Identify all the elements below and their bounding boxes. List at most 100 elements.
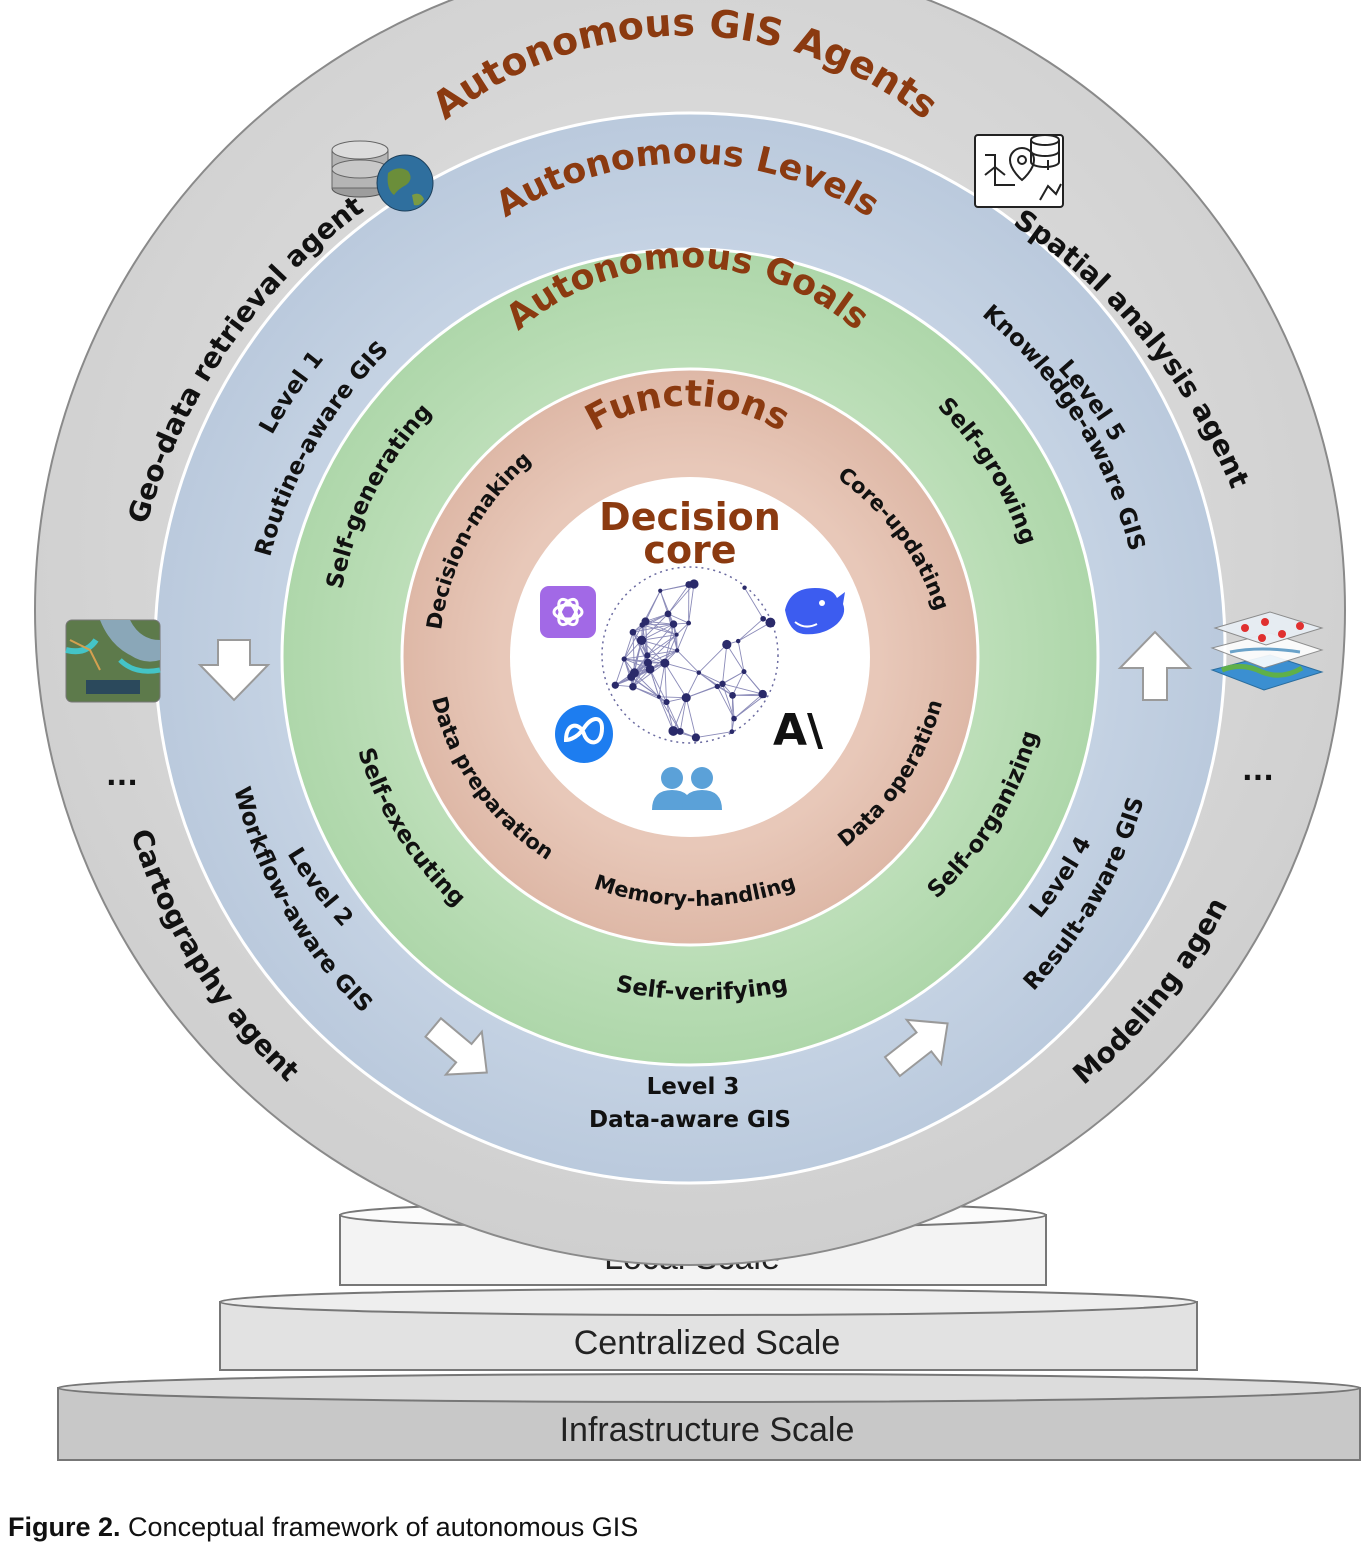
network-node: [719, 680, 726, 688]
database-globe-icon: [331, 140, 434, 212]
network-link: [722, 683, 763, 695]
network-node: [630, 676, 635, 681]
level3-number: Level 3: [647, 1074, 740, 1100]
network-node: [629, 668, 639, 678]
network-node: [674, 648, 680, 653]
figure-caption-text: Conceptual framework of autonomous GIS: [120, 1512, 639, 1542]
network-link: [647, 649, 678, 656]
users-icon: [652, 767, 722, 810]
network-link: [686, 685, 718, 699]
layered-map-icon: [1210, 611, 1324, 691]
network-link: [737, 622, 771, 642]
network-node: [663, 699, 670, 706]
figure-caption: Figure 2. Conceptual framework of autono…: [8, 1512, 638, 1543]
infrastructure-scale-layer: Infrastructure Scale: [57, 1373, 1361, 1461]
network-link: [667, 613, 678, 651]
network-link: [685, 697, 697, 738]
network-node: [696, 670, 702, 675]
network-link: [732, 671, 745, 696]
deepseek-whale-icon: [785, 588, 845, 635]
network-link: [647, 634, 677, 656]
network-node: [629, 628, 637, 636]
network-link: [737, 640, 745, 672]
level3-name: Data-aware GIS: [589, 1107, 791, 1133]
network-node: [731, 715, 737, 722]
network-node: [660, 658, 670, 668]
arrow-right-up-icon: [883, 1018, 949, 1078]
network-node: [669, 620, 678, 628]
network-link: [688, 583, 695, 624]
network-node: [765, 617, 776, 628]
network-link: [676, 622, 689, 635]
network-link: [664, 663, 667, 703]
network-node: [668, 726, 679, 736]
network-link: [658, 696, 687, 699]
network-node: [658, 588, 663, 593]
arrow-up-icon: [1117, 630, 1193, 701]
network-link: [731, 695, 734, 732]
network-link: [632, 678, 667, 703]
network-link: [732, 695, 735, 719]
network-node: [691, 733, 701, 742]
network-link: [623, 632, 634, 660]
core-title-line2: core: [643, 528, 736, 572]
infrastructure-scale-label: Infrastructure Scale: [560, 1411, 855, 1449]
network-node: [741, 669, 747, 675]
network-link: [647, 649, 678, 664]
network-node: [686, 620, 692, 626]
network-sphere-icon: [601, 566, 779, 744]
network-node: [761, 693, 767, 699]
network-link: [641, 639, 666, 664]
network-link: [698, 672, 718, 687]
network-link: [679, 697, 687, 732]
network-link: [659, 590, 669, 615]
network-link: [664, 662, 699, 674]
network-link: [726, 644, 745, 672]
network-node: [676, 727, 684, 735]
network-link: [676, 622, 690, 651]
openai-logo-icon: [540, 586, 596, 638]
network-link: [676, 650, 700, 673]
network-link: [667, 584, 690, 615]
figure-caption-label: Figure 2.: [8, 1512, 121, 1542]
network-node: [641, 617, 650, 626]
network-link: [737, 618, 764, 642]
network-node: [685, 581, 693, 589]
network-node: [729, 729, 735, 735]
arrow-down-icon: [197, 639, 271, 702]
network-link: [658, 663, 666, 697]
centralized-scale-layer: Centralized Scale: [219, 1288, 1198, 1371]
network-link: [645, 590, 661, 622]
network-link: [623, 658, 634, 687]
network-node: [722, 639, 732, 650]
network-node: [681, 693, 691, 703]
network-link: [641, 623, 674, 641]
network-link: [664, 662, 687, 698]
network-node: [760, 615, 766, 622]
network-node: [629, 682, 637, 691]
network-link: [642, 624, 677, 636]
centralized-scale-label: Centralized Scale: [574, 1324, 840, 1362]
agents-ellipsis-left: ...: [106, 759, 138, 792]
network-link: [634, 672, 660, 698]
network-node: [714, 683, 721, 690]
network-link: [744, 587, 764, 620]
network-link: [733, 695, 765, 719]
framework-diagram: Infrastructure Scale Centralized Scale L…: [0, 0, 1361, 1461]
network-node: [664, 610, 672, 618]
network-link: [667, 613, 689, 624]
network-link: [716, 686, 735, 719]
network-link: [641, 639, 678, 651]
network-node: [636, 635, 647, 645]
network-link: [634, 640, 643, 673]
network-link: [673, 624, 678, 651]
network-link: [666, 701, 681, 732]
network-link: [632, 613, 669, 633]
network-node: [644, 652, 651, 659]
agents-ellipsis-right: ...: [1242, 754, 1274, 787]
network-link: [695, 731, 732, 738]
network-node: [674, 632, 679, 637]
network-link: [666, 701, 674, 732]
network-link: [632, 632, 635, 673]
network-link: [614, 658, 625, 686]
